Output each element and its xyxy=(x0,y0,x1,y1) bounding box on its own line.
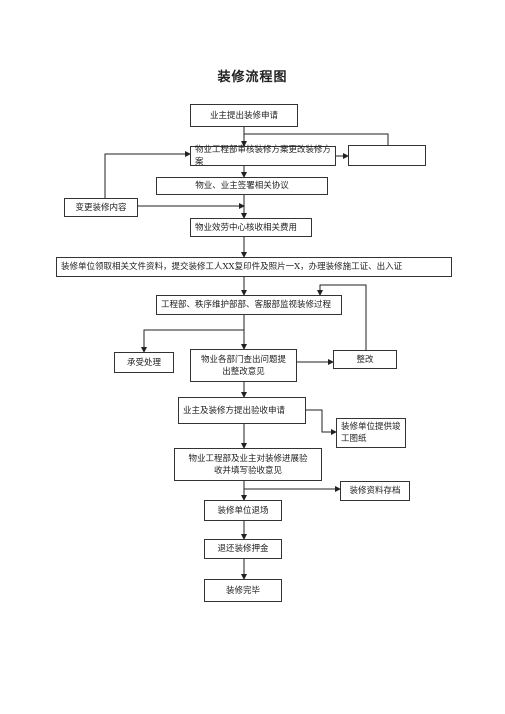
drawings-line-1: 装修单位提供竣 xyxy=(341,422,401,432)
issues-line-1: 物业各部门查出问题提 xyxy=(200,354,286,365)
arrow-rectify-to-supervise xyxy=(317,284,367,350)
side-empty-box xyxy=(348,145,426,166)
step-supervise-process: 工程部、秩序维护部部、客服部监视装修过程 xyxy=(156,295,342,315)
step-inspection: 物业工程部及业主对装修进展验 收并填写验收意见 xyxy=(174,448,322,481)
step-completion-drawings: 装修单位提供竣 工图纸 xyxy=(336,418,406,448)
step-contractor-exit: 装修单位退场 xyxy=(204,500,282,521)
step-owner-application: 业主提出装修申请 xyxy=(190,104,298,127)
inspection-line-1: 物业工程部及业主对装修进展验 xyxy=(188,453,308,464)
step-sign-agreement: 物业、业主签署相关协议 xyxy=(156,177,328,195)
step-acceptance-request: 业主及装修方提出验收申请 xyxy=(178,397,306,424)
issues-line-2: 出整改意见 xyxy=(222,366,265,377)
step-renovation-complete: 装修完毕 xyxy=(204,579,282,602)
step-refund-deposit: 退还装修押金 xyxy=(204,539,282,559)
step-archive-records: 装修资料存档 xyxy=(340,481,410,501)
drawings-line-2: 工图纸 xyxy=(341,434,367,444)
arrow-supervise-to-accept xyxy=(141,329,244,353)
diagram-title: 装修流程图 xyxy=(217,70,288,85)
arrow-request-to-drawings xyxy=(306,409,337,435)
step-change-content: 变更装修内容 xyxy=(64,198,138,217)
inspection-line-2: 收并填写验收意见 xyxy=(213,465,282,476)
step-review-plan: 物业工程部审核装修方案更改装修方案 xyxy=(190,145,336,167)
step-documents-permits: 装修单位领取相关文件资料，提交装修工人XX复印件及照片一X，办理装修施工证、出入… xyxy=(56,257,452,277)
step-accept-handle: 承受处理 xyxy=(114,352,174,373)
step-issues-found: 物业各部门查出问题提 出整改意见 xyxy=(190,349,297,382)
arrow-change-to-review xyxy=(104,151,191,198)
step-collect-fees: 物业效劳中心核收相关费用 xyxy=(190,218,312,237)
step-rectify: 整改 xyxy=(333,350,397,369)
